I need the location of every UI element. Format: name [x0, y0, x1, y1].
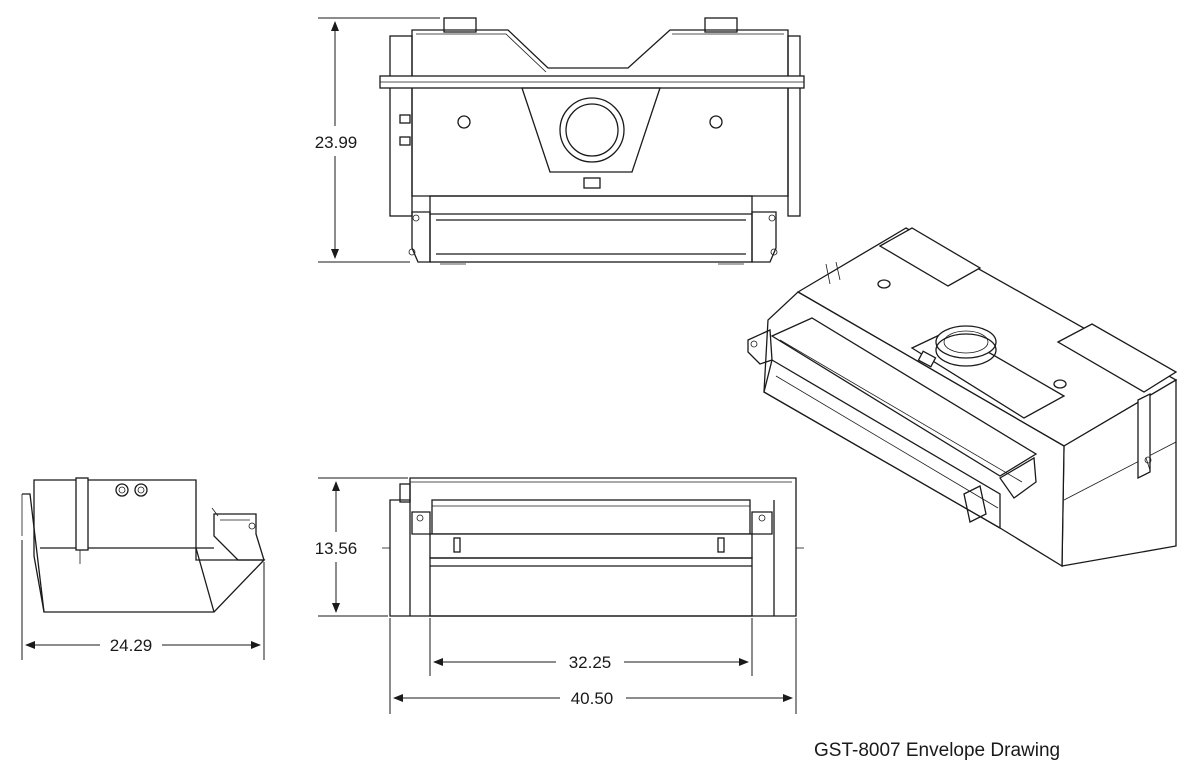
dim-label-24-29: 24.29 [110, 636, 153, 655]
dim-label-13-56: 13.56 [315, 539, 358, 558]
drawing-caption: GST-8007 Envelope Drawing [814, 740, 1061, 761]
front-view [382, 477, 804, 617]
side-view [21, 477, 266, 613]
dimension-front-overall-width: 40.50 [389, 618, 797, 714]
isometric-view [747, 227, 1178, 568]
dimension-front-inner-width: 32.25 [429, 618, 753, 676]
dim-label-23-99: 23.99 [315, 133, 358, 152]
dimension-side-view-width: 24.29 [21, 540, 265, 660]
dim-label-32-25: 32.25 [569, 653, 612, 672]
top-view [379, 17, 805, 265]
dim-label-40-50: 40.50 [571, 689, 614, 708]
dimension-front-view-height: 13.56 [315, 477, 408, 617]
dimension-top-view-height: 23.99 [315, 17, 440, 263]
